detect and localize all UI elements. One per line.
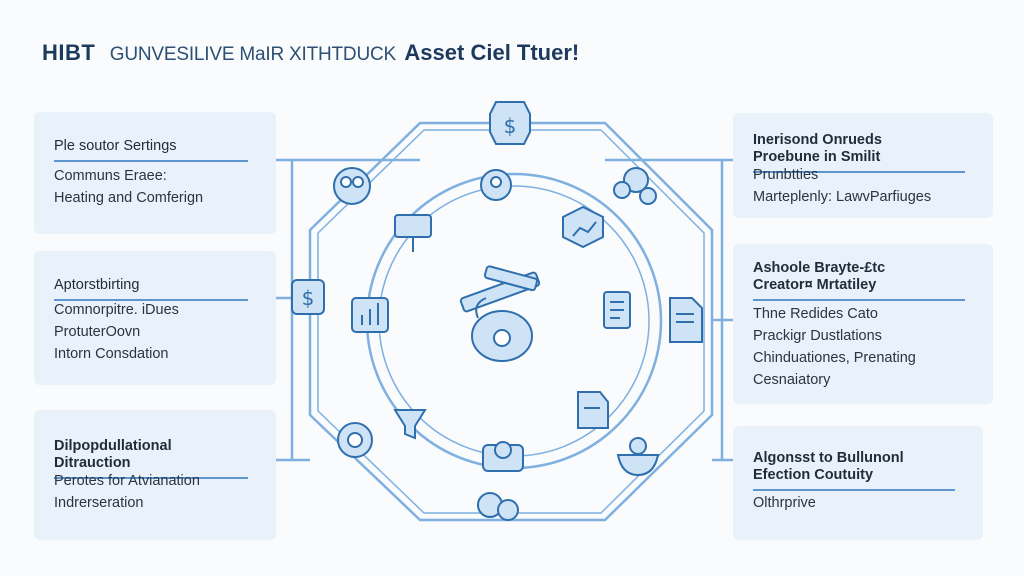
dollar-badge-icon: $ bbox=[489, 101, 531, 145]
left-card-1: Ple soutor Sertings Communs Eraee: Heati… bbox=[34, 112, 276, 234]
card-heading: Inerisond Onrueds Proebune in Smilit bbox=[753, 132, 965, 173]
card-heading: Aptorstbirting bbox=[54, 277, 248, 301]
card-heading-line: Efection Coutuity bbox=[753, 467, 874, 483]
card-line: Heating and Comferign bbox=[54, 190, 204, 206]
money-bowl-icon bbox=[616, 437, 660, 477]
page-title: HIBT GUNVESILIVE MaIR XITHTDUCK Asset Ci… bbox=[42, 40, 579, 66]
card-line: Intorn Consdation bbox=[54, 346, 169, 362]
bulletin-icon bbox=[577, 391, 609, 429]
card-line: Comnorpitre. iDues bbox=[54, 302, 179, 318]
title-part-1: HIBT bbox=[42, 40, 96, 65]
title-part-2: GUNVESILIVE MaIR XITHTDUCK bbox=[109, 44, 396, 65]
globe-network-icon bbox=[613, 167, 657, 205]
card-heading: Dilpopdullational Ditrauction bbox=[54, 438, 248, 479]
card-heading-line: Inerisond Onrueds bbox=[753, 132, 882, 148]
dollar-card-icon: $ bbox=[291, 279, 325, 315]
bar-chart-icon bbox=[351, 297, 389, 333]
growth-chart-icon bbox=[562, 205, 604, 249]
right-card-3: Algonsst to Bullunonl Efection Coutuity … bbox=[733, 426, 983, 540]
people-coin-icon bbox=[480, 169, 512, 201]
wallet-icon bbox=[482, 441, 524, 472]
card-line: Thne Redides Cato bbox=[753, 306, 878, 322]
title-part-3: Asset Ciel Ttuer! bbox=[404, 40, 580, 65]
card-line: ProtuterOovn bbox=[54, 324, 141, 340]
card-line: Prackigr Dustlations bbox=[753, 328, 882, 344]
card-line: Prunbtties bbox=[753, 167, 819, 183]
card-heading: Ple soutor Sertings bbox=[54, 138, 248, 162]
card-line: Communs Eraee: bbox=[54, 168, 167, 184]
document-list-icon bbox=[669, 297, 703, 343]
card-line: Indrerseration bbox=[54, 495, 144, 511]
card-line: Marteplenly: LawvParfiuges bbox=[753, 189, 932, 205]
card-line: Cesnaiatory bbox=[753, 372, 831, 388]
card-heading-line: Creator¤ Mrtatiley bbox=[753, 277, 877, 293]
svg-text:$: $ bbox=[504, 114, 517, 138]
card-heading-line: Proebune in Smilit bbox=[753, 149, 881, 165]
card-heading-line: Ashoole Brayte-£tc bbox=[753, 260, 886, 276]
people-group-icon bbox=[333, 167, 371, 205]
brain-gear-icon bbox=[337, 422, 373, 458]
card-line: Chinduationes, Prenating bbox=[753, 350, 916, 366]
document-icon bbox=[603, 291, 631, 329]
card-line: Olthrprive bbox=[753, 495, 816, 511]
left-card-3: Dilpopdullational Ditrauction Perotes fo… bbox=[34, 410, 276, 540]
handshake-tools-icon bbox=[459, 265, 541, 362]
card-line: Perotes for Atvianation bbox=[54, 473, 200, 489]
right-card-2: Ashoole Brayte-£tc Creator¤ Mrtatiley Th… bbox=[733, 244, 993, 404]
team-icon bbox=[477, 492, 519, 521]
card-heading: Ashoole Brayte-£tc Creator¤ Mrtatiley bbox=[753, 260, 965, 301]
svg-text:$: $ bbox=[302, 286, 315, 310]
right-card-1: Inerisond Onrueds Proebune in Smilit Pru… bbox=[733, 113, 993, 218]
card-heading: Algonsst to Bullunonl Efection Coutuity bbox=[753, 450, 955, 491]
filter-funnel-icon bbox=[393, 409, 427, 440]
left-card-2: Aptorstbirting Comnorpitre. iDues Protut… bbox=[34, 251, 276, 385]
presentation-board-icon bbox=[394, 214, 432, 252]
card-heading-line: Algonsst to Bullunonl bbox=[753, 450, 904, 466]
